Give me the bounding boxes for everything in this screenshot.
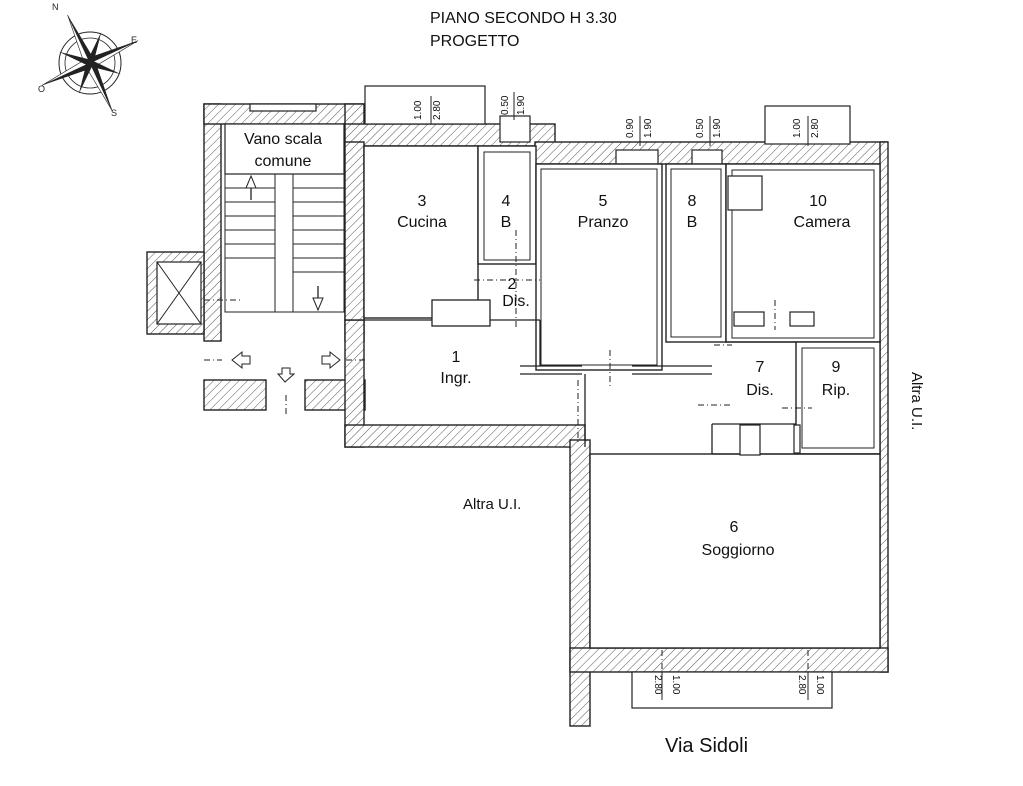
stair-label-1: Vano scala [244,131,322,148]
opening-dimensions: 1.00 2.80 0.50 1.90 0.90 1.90 0.50 1.90 … [413,92,825,700]
room-9-num: 9 [832,359,841,376]
compass-s: S [111,108,117,118]
door-markers [204,230,812,672]
compass-n: N [52,2,59,12]
plan-title: PIANO SECONDO H 3.30 [430,10,617,27]
room-10-num: 10 [809,193,827,210]
opening-7-w: 1.00 [814,675,825,695]
room-1-num: 1 [452,349,461,366]
neighbor-left-label: Altra U.I. [463,496,521,513]
room-3-name: Cucina [397,214,447,231]
room-5-name: Pranzo [578,214,629,231]
room-10-name: Camera [794,214,851,231]
opening-6-h: 2.80 [652,675,663,695]
room-7-num: 7 [756,359,765,376]
room-2-num: 2 [508,276,517,293]
room-4-num: 4 [502,193,511,210]
compass-e: E [131,35,137,45]
room-8-name: B [687,214,698,231]
street-label: Via Sidoli [665,735,748,757]
plan-subtitle: PROGETTO [430,33,520,50]
room-1-name: Ingr. [440,370,471,387]
opening-3-w: 0.90 [625,118,636,138]
room-6-num: 6 [730,519,739,536]
opening-4-w: 0.50 [695,118,706,138]
room-2-name: Dis. [502,293,530,310]
opening-2-h: 1.90 [516,95,527,115]
room-6-name: Soggiorno [702,542,775,559]
room-8-num: 8 [688,193,697,210]
opening-5-w: 1.00 [792,118,803,138]
room-9-name: Rip. [822,382,850,399]
opening-2-w: 0.50 [500,95,511,115]
opening-1-h: 2.80 [432,100,443,120]
neighbor-right-label: Altra U.I. [908,372,925,430]
opening-7-h: 2.80 [796,675,807,695]
room-4-name: B [501,214,512,231]
stair-label-2: comune [255,153,312,170]
opening-6-w: 1.00 [670,675,681,695]
stair-steps [224,173,345,383]
room-5-num: 5 [599,193,608,210]
room-7-name: Dis. [746,382,774,399]
compass-o: O [38,84,45,94]
room-3-num: 3 [418,193,427,210]
interior-walls [363,145,881,649]
opening-3-h: 1.90 [643,118,654,138]
opening-5-h: 2.80 [810,118,821,138]
opening-1-w: 1.00 [413,100,424,120]
opening-4-h: 1.90 [712,118,723,138]
top-windows [364,85,851,709]
compass-rose: N E S O [38,2,139,118]
